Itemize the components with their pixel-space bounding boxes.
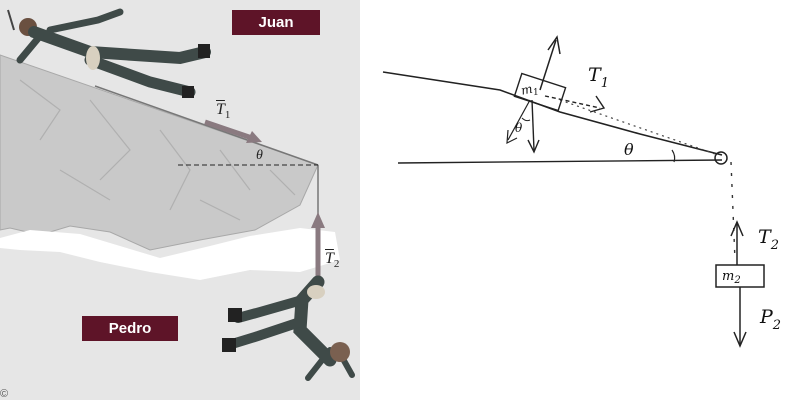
sketch-weight-2-label: P2 <box>760 306 781 333</box>
tension-2-subscript: 2 <box>333 258 340 270</box>
textbook-figure: Juan Pedro T1 T2 θ © <box>0 0 360 400</box>
cliff-texture <box>19 79 296 221</box>
sketch-mass-2-subscript: 2 <box>734 275 741 286</box>
climber-juan <box>7 8 211 98</box>
cliff-rock <box>0 54 319 251</box>
tension-1-arrow <box>204 119 262 143</box>
sketch-tension-2-label: T2 <box>758 226 779 253</box>
sketch-mass-1-label: m1 <box>520 80 540 99</box>
copyright-mark: © <box>0 388 9 400</box>
sketch-tension-1-subscript: 1 <box>600 76 609 91</box>
hand-sketch <box>360 0 801 400</box>
sketch-tension-2-symbol: T <box>758 226 771 248</box>
tension-2-symbol: T <box>325 250 334 267</box>
sketch-tension-1-label: T1 <box>588 64 609 91</box>
tension-1-symbol: T <box>216 101 225 118</box>
sketch-slope-angle-label: θ <box>624 140 634 159</box>
angle-theta-label: θ <box>256 148 263 163</box>
sketch-weight-2-symbol: P <box>760 306 773 328</box>
juan-label: Juan <box>232 10 320 35</box>
snow-ledge <box>0 228 340 280</box>
sketch-tension-2-subscript: 2 <box>770 238 779 253</box>
textbook-figure-drawing <box>0 8 355 381</box>
rope-slope <box>94 85 319 166</box>
sketch-mass-2-symbol: m <box>722 269 735 284</box>
sketch-mass-2-label: m2 <box>722 269 741 286</box>
climber-pedro <box>222 275 355 381</box>
pedro-label: Pedro <box>82 316 178 341</box>
tension-2-label: T2 <box>325 250 340 270</box>
tension-1-subscript: 1 <box>224 109 231 121</box>
tension-1-label: T1 <box>216 101 231 121</box>
sketch-weight-angle-label: θ <box>515 121 523 135</box>
sketch-tension-1-symbol: T <box>588 64 601 86</box>
tension-2-arrow <box>311 212 325 276</box>
sketch-weight-2-subscript: 2 <box>772 318 782 333</box>
